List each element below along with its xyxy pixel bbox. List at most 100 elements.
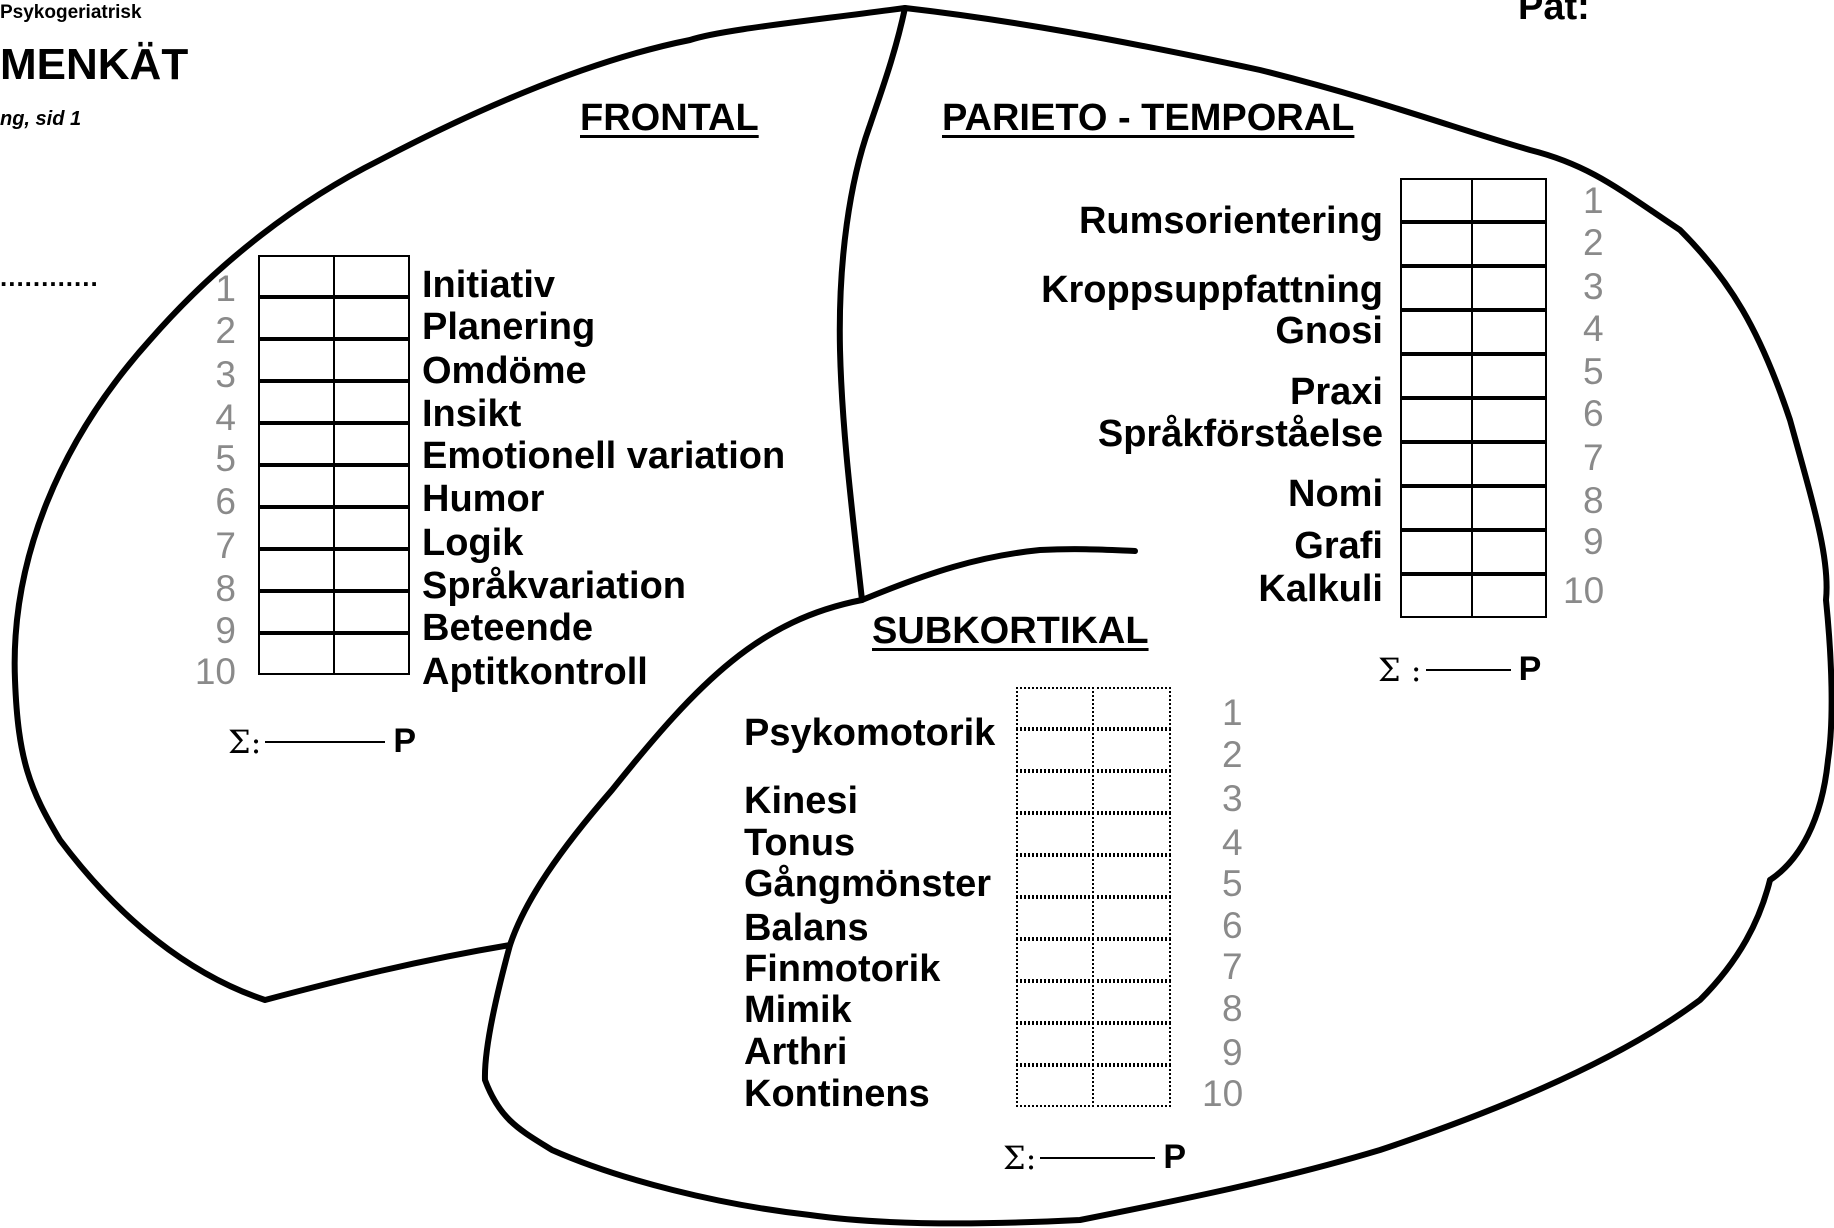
- parieto-item-label: Grafi: [1294, 525, 1383, 567]
- subkortikal-score-cell[interactable]: [1016, 729, 1094, 771]
- frontal-row-number: 4: [215, 397, 236, 439]
- parieto-score-cell[interactable]: [1471, 442, 1547, 486]
- parieto-item-label: Praxi: [1290, 371, 1383, 413]
- frontal-score-cell[interactable]: [258, 507, 335, 549]
- parieto-score-cell[interactable]: [1471, 266, 1547, 310]
- parieto-score-cell[interactable]: [1471, 354, 1547, 398]
- subkortikal-score-cell[interactable]: [1092, 939, 1171, 981]
- frontal-score-cell[interactable]: [333, 591, 410, 633]
- subkortikal-score-cell[interactable]: [1092, 771, 1171, 813]
- frontal-score-cell[interactable]: [333, 297, 410, 339]
- frontal-item-label: Logik: [422, 522, 523, 564]
- parieto-score-cell[interactable]: [1471, 178, 1547, 222]
- subkortikal-score-cell[interactable]: [1016, 771, 1094, 813]
- parieto-item-label: Gnosi: [1275, 310, 1383, 352]
- parieto-score-cell[interactable]: [1400, 486, 1473, 530]
- frontal-item-label: Insikt: [422, 393, 521, 435]
- subkortikal-row-number: 5: [1222, 863, 1243, 905]
- parieto-row-number: 8: [1583, 480, 1604, 522]
- frontal-score-cell[interactable]: [258, 297, 335, 339]
- subkortikal-sum-line[interactable]: [1040, 1157, 1155, 1159]
- subkortikal-score-cell[interactable]: [1092, 813, 1171, 855]
- parieto-score-cell[interactable]: [1400, 222, 1473, 266]
- subkortikal-score-cell[interactable]: [1092, 1065, 1171, 1107]
- subkortikal-item-label: Tonus: [744, 822, 855, 864]
- parieto-score-cell[interactable]: [1400, 354, 1473, 398]
- subkortikal-item-label: Arthri: [744, 1031, 847, 1073]
- subkortikal-score-cell[interactable]: [1016, 939, 1094, 981]
- frontal-score-cell[interactable]: [258, 381, 335, 423]
- parieto-score-cell[interactable]: [1400, 398, 1473, 442]
- subkortikal-score-cell[interactable]: [1016, 981, 1094, 1023]
- parieto-item-label: Språkförståelse: [1098, 413, 1383, 455]
- subkortikal-score-cell[interactable]: [1016, 1023, 1094, 1065]
- subkortikal-row-number: 7: [1222, 946, 1243, 988]
- subkortikal-score-cell[interactable]: [1092, 855, 1171, 897]
- parieto-score-cell[interactable]: [1471, 222, 1547, 266]
- frontal-score-cell[interactable]: [333, 255, 410, 297]
- subkortikal-row-number: 10: [1202, 1073, 1243, 1115]
- subkortikal-score-cell[interactable]: [1016, 855, 1094, 897]
- frontal-sum-line[interactable]: [265, 741, 385, 743]
- parieto-score-cell[interactable]: [1471, 486, 1547, 530]
- central-sulcus-outline: [840, 8, 905, 600]
- parieto-row-number: 7: [1583, 437, 1604, 479]
- frontal-score-cell[interactable]: [258, 255, 335, 297]
- parieto-score-cell[interactable]: [1400, 310, 1473, 354]
- subkortikal-row-number: 4: [1222, 822, 1243, 864]
- parieto-item-label: Kroppsuppfattning: [1041, 269, 1383, 311]
- parieto-row-number: 6: [1583, 393, 1604, 435]
- frontal-row-number: 7: [215, 525, 236, 567]
- frontal-score-cell[interactable]: [258, 339, 335, 381]
- parieto-row-number: 3: [1583, 266, 1604, 308]
- subkortikal-score-cell[interactable]: [1016, 813, 1094, 855]
- subkortikal-title: SUBKORTIKAL: [872, 610, 1149, 653]
- frontal-score-cell[interactable]: [258, 423, 335, 465]
- parieto-score-cell[interactable]: [1400, 574, 1473, 618]
- frontal-score-cell[interactable]: [258, 549, 335, 591]
- parieto-score-cell[interactable]: [1471, 530, 1547, 574]
- parieto-score-grid[interactable]: [1400, 179, 1549, 619]
- frontal-score-cell[interactable]: [258, 633, 335, 675]
- frontal-score-cell[interactable]: [333, 423, 410, 465]
- subkortikal-row-number: 3: [1222, 778, 1243, 820]
- parieto-score-cell[interactable]: [1400, 442, 1473, 486]
- subkortikal-score-cell[interactable]: [1016, 687, 1094, 729]
- subkortikal-item-label: Mimik: [744, 989, 852, 1031]
- frontal-score-cell[interactable]: [333, 339, 410, 381]
- parieto-score-cell[interactable]: [1400, 178, 1473, 222]
- frontal-score-cell[interactable]: [333, 549, 410, 591]
- parieto-sum-symbol: Σ :: [1378, 651, 1422, 689]
- subkortikal-score-cell[interactable]: [1092, 981, 1171, 1023]
- parieto-score-cell[interactable]: [1471, 574, 1547, 618]
- parieto-score-cell[interactable]: [1471, 310, 1547, 354]
- parieto-score-cell[interactable]: [1400, 530, 1473, 574]
- subkortikal-score-cell[interactable]: [1092, 687, 1171, 729]
- subkortikal-row-number: 6: [1222, 905, 1243, 947]
- frontal-score-cell[interactable]: [333, 381, 410, 423]
- frontal-item-label: Initiativ: [422, 264, 555, 306]
- frontal-row-number: 6: [215, 481, 236, 523]
- parieto-row-number: 4: [1583, 308, 1604, 350]
- subkortikal-score-cell[interactable]: [1016, 897, 1094, 939]
- subkortikal-score-cell[interactable]: [1016, 1065, 1094, 1107]
- frontal-score-cell[interactable]: [333, 633, 410, 675]
- frontal-item-label: Omdöme: [422, 350, 587, 392]
- frontal-score-cell[interactable]: [333, 507, 410, 549]
- frontal-score-cell[interactable]: [258, 591, 335, 633]
- subkortikal-score-grid[interactable]: [1016, 688, 1173, 1108]
- subkortikal-score-cell[interactable]: [1092, 897, 1171, 939]
- parieto-score-cell[interactable]: [1471, 398, 1547, 442]
- frontal-score-grid[interactable]: [258, 256, 412, 676]
- org-name: Psykogeriatrisk: [0, 2, 142, 24]
- parieto-item-label: Rumsorientering: [1079, 200, 1383, 242]
- parieto-score-cell[interactable]: [1400, 266, 1473, 310]
- subkortikal-score-cell[interactable]: [1092, 729, 1171, 771]
- frontal-score-cell[interactable]: [258, 465, 335, 507]
- subkortikal-row-number: 2: [1222, 734, 1243, 776]
- subkortikal-item-label: Finmotorik: [744, 948, 940, 990]
- frontal-score-cell[interactable]: [333, 465, 410, 507]
- subkortikal-score-cell[interactable]: [1092, 1023, 1171, 1065]
- subkortikal-row-number: 1: [1222, 692, 1243, 734]
- parieto-sum-line[interactable]: [1426, 669, 1511, 671]
